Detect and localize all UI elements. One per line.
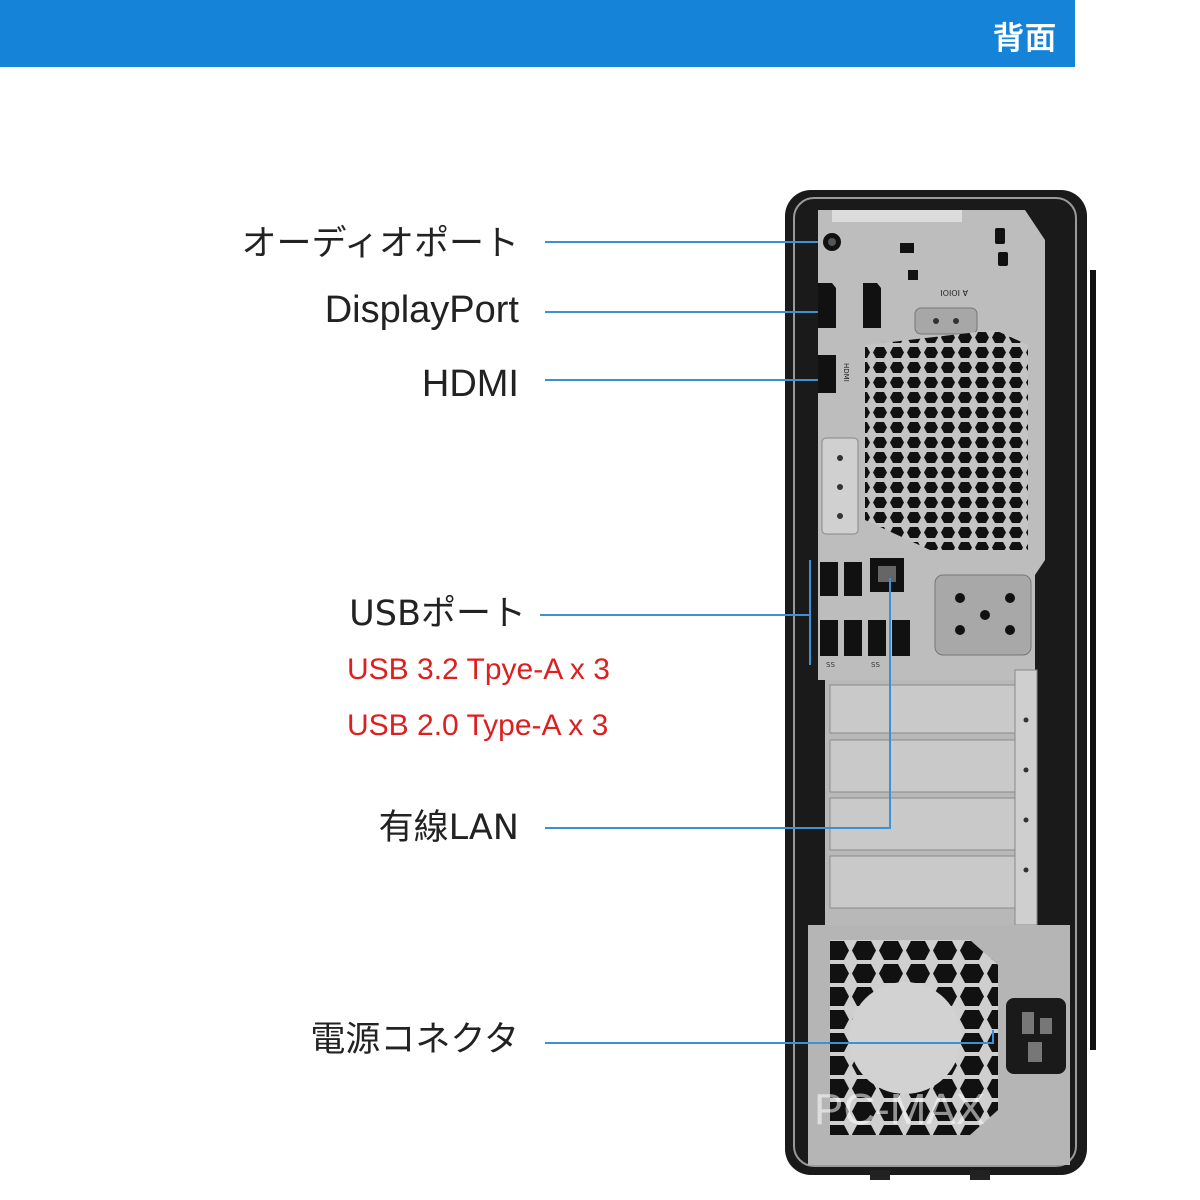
- svg-text:SS: SS: [826, 661, 835, 669]
- usb-port-6: [892, 620, 910, 656]
- usb-detail-3-2: USB 3.2 Tpye-A x 3: [347, 653, 610, 686]
- label-displayport: DisplayPort: [324, 289, 519, 331]
- serial-label: A IOIOI: [940, 288, 968, 297]
- displayport-2: [863, 283, 881, 328]
- label-hdmi: HDMI: [421, 363, 519, 405]
- header-banner: 背面: [0, 0, 1075, 67]
- hdmi-port: [818, 355, 836, 393]
- usb-port-2: [844, 562, 862, 596]
- label-audio-port: オーディオポート: [241, 224, 519, 264]
- svg-text:SS: SS: [871, 661, 880, 669]
- label-power-connector: 電源コネクタ: [310, 1020, 519, 1060]
- vent-grille: [865, 330, 1028, 550]
- hdmi-mark: HDMI: [842, 363, 850, 382]
- usb-detail-2-0: USB 2.0 Type-A x 3: [347, 709, 609, 742]
- displayport-1: [818, 283, 836, 328]
- pc-rear-illustration: A IOIOI HDMI SS SS PC-MAX: [785, 190, 1096, 1180]
- usb-port-5: [868, 620, 886, 656]
- watermark: PC-MAX: [814, 1085, 985, 1134]
- label-usb-port: USBポート: [349, 594, 526, 634]
- label-wired-lan: 有線LAN: [378, 808, 519, 848]
- usb-port-1: [820, 562, 838, 596]
- banner-title: 背面: [993, 21, 1057, 57]
- power-inlet: [1006, 998, 1066, 1074]
- usb-port-4: [844, 620, 862, 656]
- usb-port-3: [820, 620, 838, 656]
